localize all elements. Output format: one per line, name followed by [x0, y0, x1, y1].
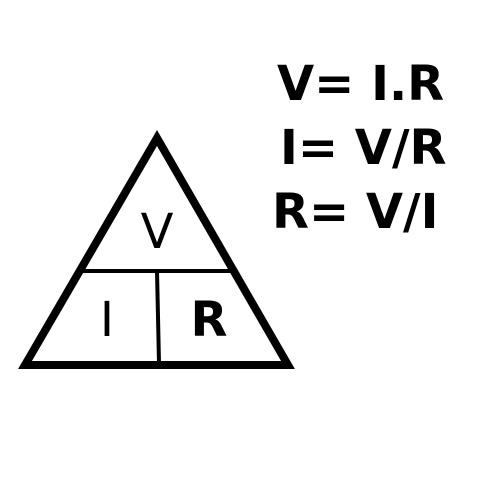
triangle-letter-voltage: V: [141, 204, 174, 260]
triangle-letter-current: I: [100, 292, 114, 348]
formula-voltage: V= I.R: [277, 56, 445, 112]
triangle-outline: [18, 130, 295, 369]
formula-resistance: R= V/I: [272, 184, 439, 240]
triangle-vertical-divider: [155, 270, 161, 364]
formula-current: I= V/R: [280, 120, 447, 176]
triangle-letter-resistance: R: [191, 292, 228, 348]
